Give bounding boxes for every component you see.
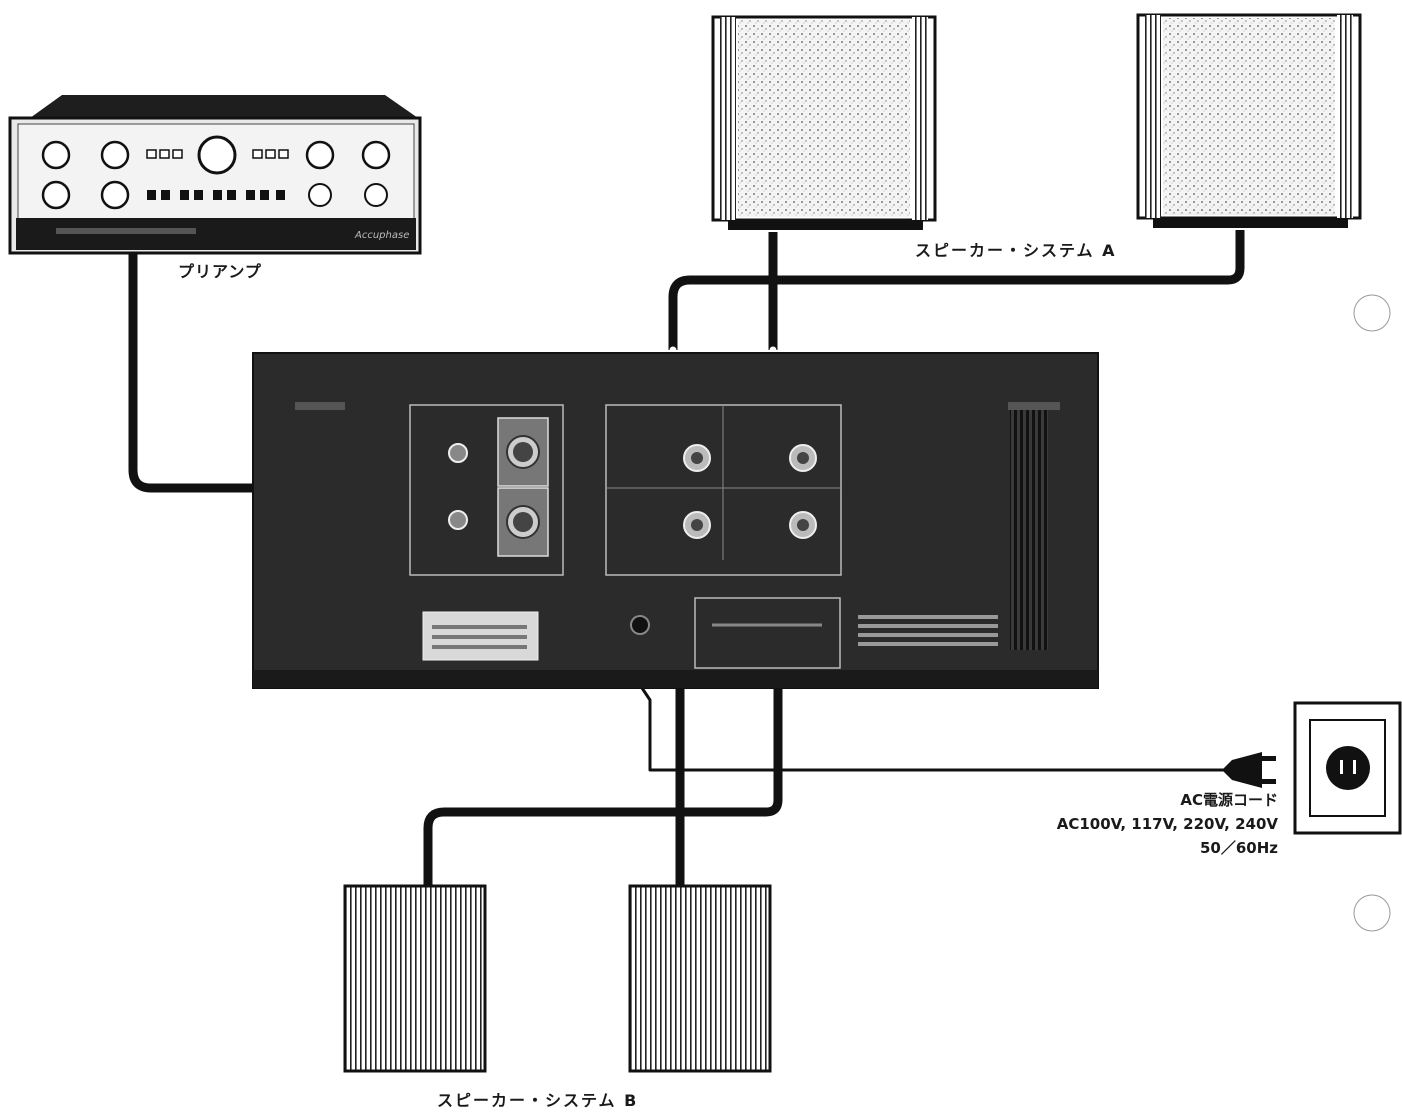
speaker-system-a-label: スピーカー・システム A	[915, 237, 1116, 261]
binder-holes	[1354, 295, 1390, 931]
speaker-b-right	[630, 886, 770, 1071]
power-amp-rear-panel	[253, 353, 1098, 688]
ac-plug	[1222, 752, 1276, 788]
preamp-knob	[102, 182, 128, 208]
preamp-unit: Accuphase	[10, 95, 420, 253]
svg-text:Accuphase: Accuphase	[354, 230, 409, 241]
speaker-a-left	[713, 17, 935, 230]
ac-voltages-label: AC100V, 117V, 220V, 240V	[1020, 812, 1278, 836]
preamp-label: プリアンプ	[178, 258, 262, 282]
ac-cord-label-group: AC電源コード AC100V, 117V, 220V, 240V 50／60Hz	[1020, 788, 1278, 860]
preamp-knob	[309, 184, 331, 206]
preamp-knob	[43, 182, 69, 208]
input-jack-left	[449, 444, 467, 462]
preamp-knob	[43, 142, 69, 168]
speaker-b-left	[345, 886, 485, 1071]
speaker-a-right	[1138, 15, 1360, 228]
speaker-b-cable-left	[428, 680, 778, 886]
preamp-signal-cable	[133, 250, 258, 488]
preamp-knob	[363, 142, 389, 168]
wall-outlet	[1295, 703, 1400, 833]
preamp-knob	[365, 184, 387, 206]
ac-frequency-label: 50／60Hz	[1020, 836, 1278, 860]
preamp-knob	[199, 137, 235, 173]
speaker-system-b-label: スピーカー・システム B	[437, 1087, 638, 1111]
preamp-knob	[102, 142, 128, 168]
ac-cord-label: AC電源コード	[1020, 788, 1278, 812]
power-cord-inlet	[631, 616, 649, 634]
input-jack-right	[449, 511, 467, 529]
preamp-knob	[307, 142, 333, 168]
